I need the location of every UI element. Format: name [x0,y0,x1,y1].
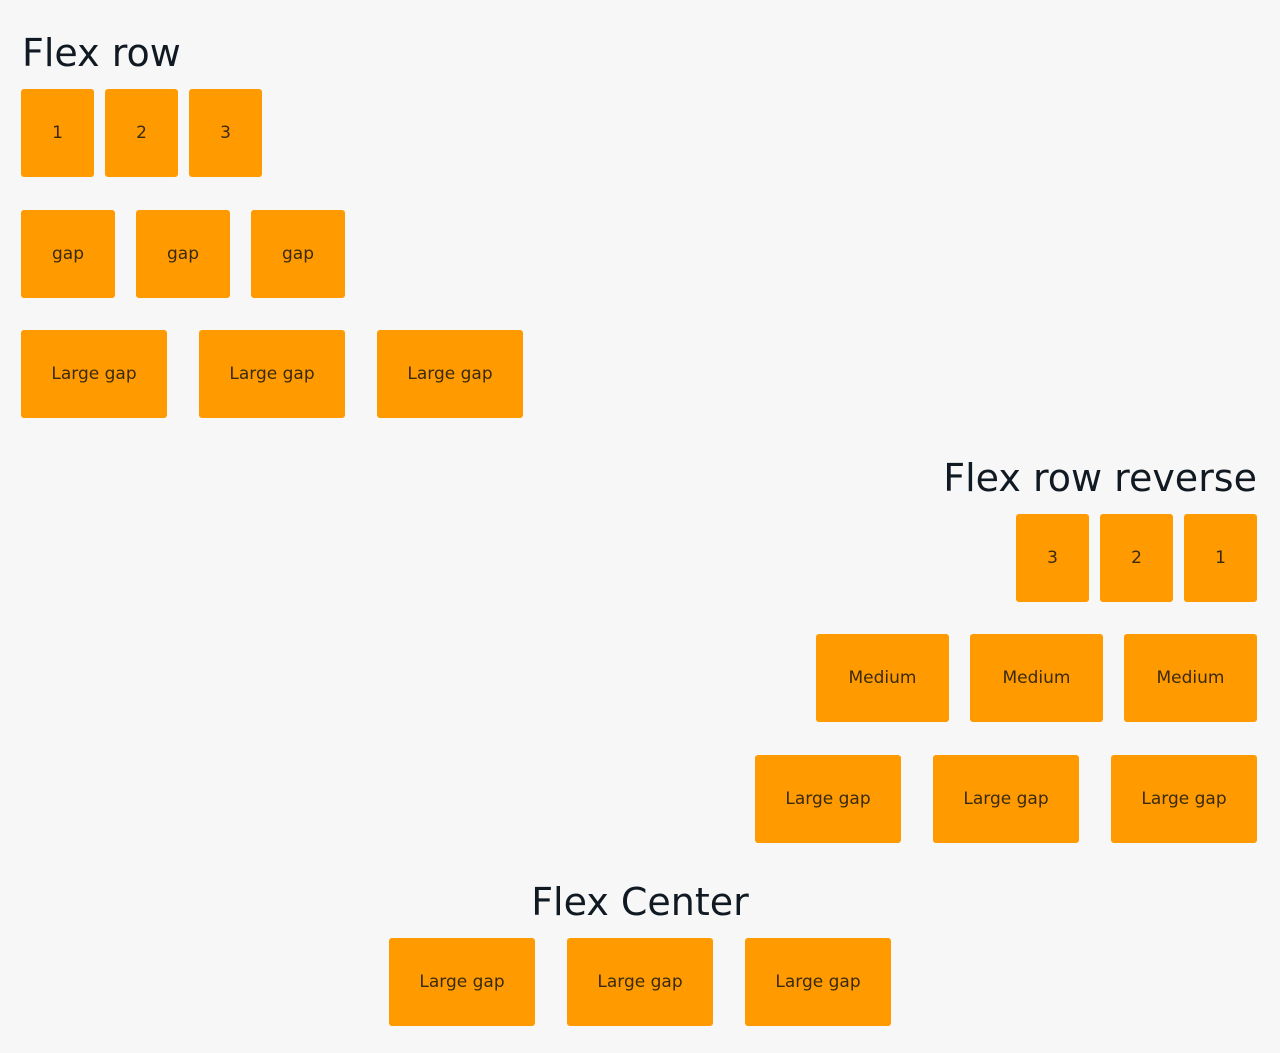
flex-center-large-gap-item: Large gap [567,938,713,1026]
flex-row-reverse-large-gap-row: Large gap Large gap Large gap [755,755,1257,843]
flex-row-reverse-basic-row: 3 2 1 [1016,514,1257,602]
flex-row-reverse-medium-item: Medium [970,634,1103,722]
flex-row-reverse-basic-item: 1 [1184,514,1257,602]
flex-row-gap-row: gap gap gap [21,210,345,298]
flex-center-large-gap-item: Large gap [745,938,891,1026]
flex-row-large-gap-row: Large gap Large gap Large gap [21,330,523,418]
flex-row-gap-item: gap [21,210,115,298]
flex-center-large-gap-item: Large gap [389,938,535,1026]
flex-row-gap-item: gap [136,210,230,298]
flex-row-reverse-title: Flex row reverse [943,456,1257,500]
flex-row-reverse-basic-item: 3 [1016,514,1089,602]
flex-row-basic-row: 1 2 3 [21,89,262,177]
flex-center-large-gap-row: Large gap Large gap Large gap [0,938,1280,1026]
flex-row-basic-item: 3 [189,89,262,177]
flex-row-reverse-medium-item: Medium [816,634,949,722]
flex-row-basic-item: 1 [21,89,94,177]
flex-row-basic-item: 2 [105,89,178,177]
flex-row-reverse-medium-row: Medium Medium Medium [816,634,1257,722]
flex-row-large-gap-item: Large gap [199,330,345,418]
flex-row-reverse-large-gap-item: Large gap [755,755,901,843]
flex-row-reverse-medium-item: Medium [1124,634,1257,722]
flex-row-reverse-large-gap-item: Large gap [933,755,1079,843]
flex-center-title: Flex Center [531,880,749,924]
flex-row-reverse-basic-item: 2 [1100,514,1173,602]
flex-row-title: Flex row [22,31,181,75]
flex-row-large-gap-item: Large gap [377,330,523,418]
flex-row-reverse-large-gap-item: Large gap [1111,755,1257,843]
flex-row-large-gap-item: Large gap [21,330,167,418]
flex-row-gap-item: gap [251,210,345,298]
